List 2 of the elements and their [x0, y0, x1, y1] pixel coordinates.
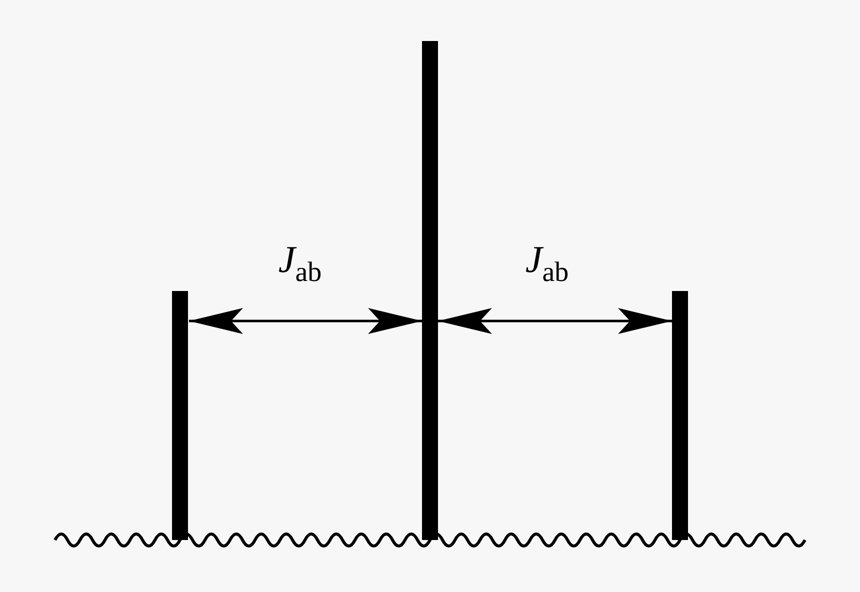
- coupling-constant-label: J$_{ab}$: [525, 238, 569, 289]
- coupling-constant-label: J$_{ab}$: [278, 238, 322, 289]
